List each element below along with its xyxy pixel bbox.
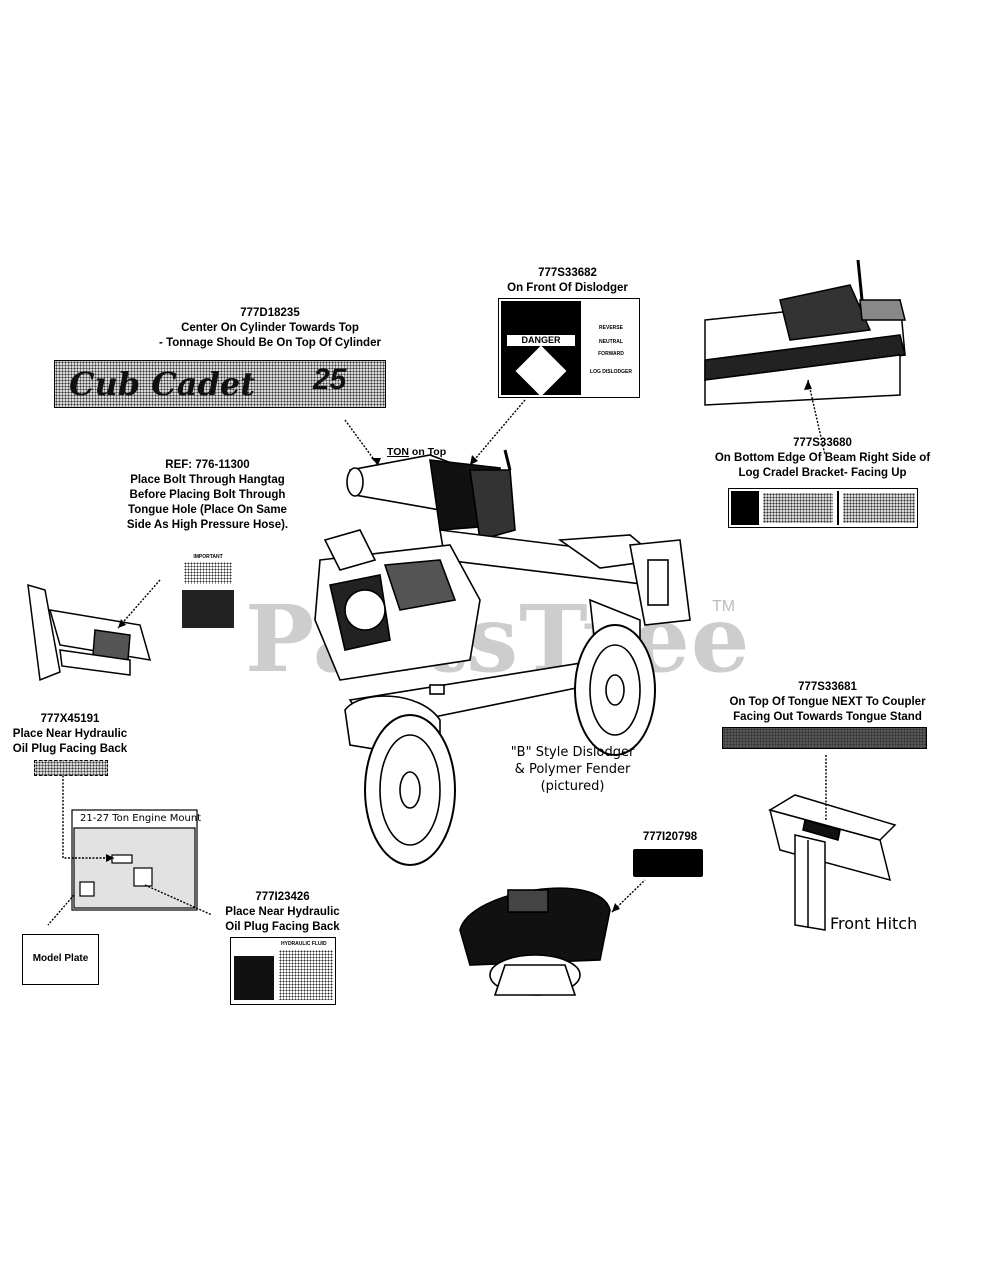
reverse-label: REVERSE [599, 325, 623, 331]
danger-label: DANGER [507, 335, 575, 346]
callout-777s33682: 777S33682 On Front Of Dislodger [480, 266, 655, 296]
log-cradle-decal [728, 488, 918, 528]
part-number: REF: 776-11300 [165, 459, 250, 471]
part-number: 777S33681 [798, 681, 857, 693]
cub-cadet-logo: Cub Cadet [69, 365, 255, 403]
part-number: 777D18235 [240, 307, 300, 319]
placement-note: Side As High Pressure Hose). [126, 519, 289, 531]
part-number: 777S33680 [793, 437, 852, 449]
placement-note: Before Placing Bolt Through [129, 489, 286, 501]
callout-777s33681: 777S33681 On Top Of Tongue NEXT To Coupl… [705, 680, 950, 725]
log-dislodger-label: LOG DISLODGER [590, 369, 632, 375]
front-hitch-label: Front Hitch [830, 914, 918, 933]
placement-note: Tongue Hole (Place On Same [128, 504, 287, 516]
callout-777x45191: 777X45191 Place Near Hydraulic Oil Plug … [0, 712, 140, 757]
hangtag: IMPORTANT [178, 540, 238, 632]
cub-cadet-decal: Cub Cadet 25 [54, 360, 386, 408]
part-number: 777I20798 [642, 831, 698, 843]
placement-note: Place Near Hydraulic [225, 906, 340, 918]
style-note: "B" Style Dislodger & Polymer Fender (pi… [495, 744, 650, 795]
callout-777i20798: 777I20798 [620, 830, 720, 845]
danger-panel: DANGER [501, 301, 581, 397]
decal-text-block [763, 493, 833, 523]
style-note-line: (pictured) [540, 779, 605, 794]
hydraulic-fluid-text-block [279, 950, 333, 1000]
neutral-label: NEUTRAL [599, 339, 623, 345]
hydraulic-fluid-decal: HYDRAULIC FLUID [230, 937, 336, 1005]
tonnage-number: 25 [313, 363, 347, 396]
dislodger-decal: DANGER REVERSE NEUTRAL FORWARD LOG DISLO… [498, 298, 640, 398]
part-number: 777I23426 [255, 891, 310, 903]
placement-note: Place Bolt Through Hangtag [130, 474, 285, 486]
hangtag-important-label: IMPORTANT [193, 554, 223, 560]
placement-note: Center On Cylinder Towards Top [181, 322, 359, 334]
placement-note: On Top Of Tongue NEXT To Coupler [729, 696, 926, 708]
callout-777s33680: 777S33680 On Bottom Edge Of Beam Right S… [700, 436, 945, 481]
callout-777d18235: 777D18235 Center On Cylinder Towards Top… [120, 306, 420, 351]
decal-black-block [731, 491, 759, 525]
hydraulic-fluid-icon [234, 956, 274, 1000]
hangtag-illustration [182, 590, 234, 628]
placement-note: On Bottom Edge Of Beam Right Side of [714, 452, 931, 464]
style-note-line: & Polymer Fender [514, 762, 631, 777]
callout-777i23426: 777I23426 Place Near Hydraulic Oil Plug … [210, 890, 355, 935]
engine-black-decal [633, 849, 703, 877]
engine-mount-label: 21-27 Ton Engine Mount [80, 813, 202, 824]
hangtag-text-block [184, 562, 232, 584]
style-note-line: "B" Style Dislodger [510, 745, 635, 760]
ton-on-top-label: TON on Top [387, 446, 446, 458]
ton-text: TON [387, 446, 409, 458]
forward-label: FORWARD [598, 351, 624, 357]
callout-ref-776-11300: REF: 776-11300 Place Bolt Through Hangta… [120, 458, 295, 533]
placement-note: Log Cradel Bracket- Facing Up [738, 467, 907, 479]
decal-divider [837, 491, 839, 525]
tongue-decal [722, 727, 927, 749]
model-plate-label: Model Plate [32, 953, 89, 964]
decal-text-block [843, 493, 915, 523]
part-number: 777S33682 [538, 267, 597, 279]
placement-note: Place Near Hydraulic [12, 728, 128, 740]
trademark-symbol: TM [712, 598, 736, 615]
hydraulic-small-decal [34, 760, 108, 776]
on-top-text: on Top [408, 446, 447, 458]
placement-note: Oil Plug Facing Back [12, 743, 128, 755]
placement-note: Facing Out Towards Tongue Stand [733, 711, 922, 723]
part-number: 777X45191 [40, 713, 100, 725]
placement-note: - Tonnage Should Be On Top Of Cylinder [159, 337, 381, 349]
hydraulic-fluid-title: HYDRAULIC FLUID [281, 941, 327, 947]
placement-note: On Front Of Dislodger [507, 282, 628, 294]
placement-note: Oil Plug Facing Back [225, 921, 340, 933]
warning-diamond-icon [515, 345, 567, 397]
model-plate-box: Model Plate [22, 934, 99, 985]
